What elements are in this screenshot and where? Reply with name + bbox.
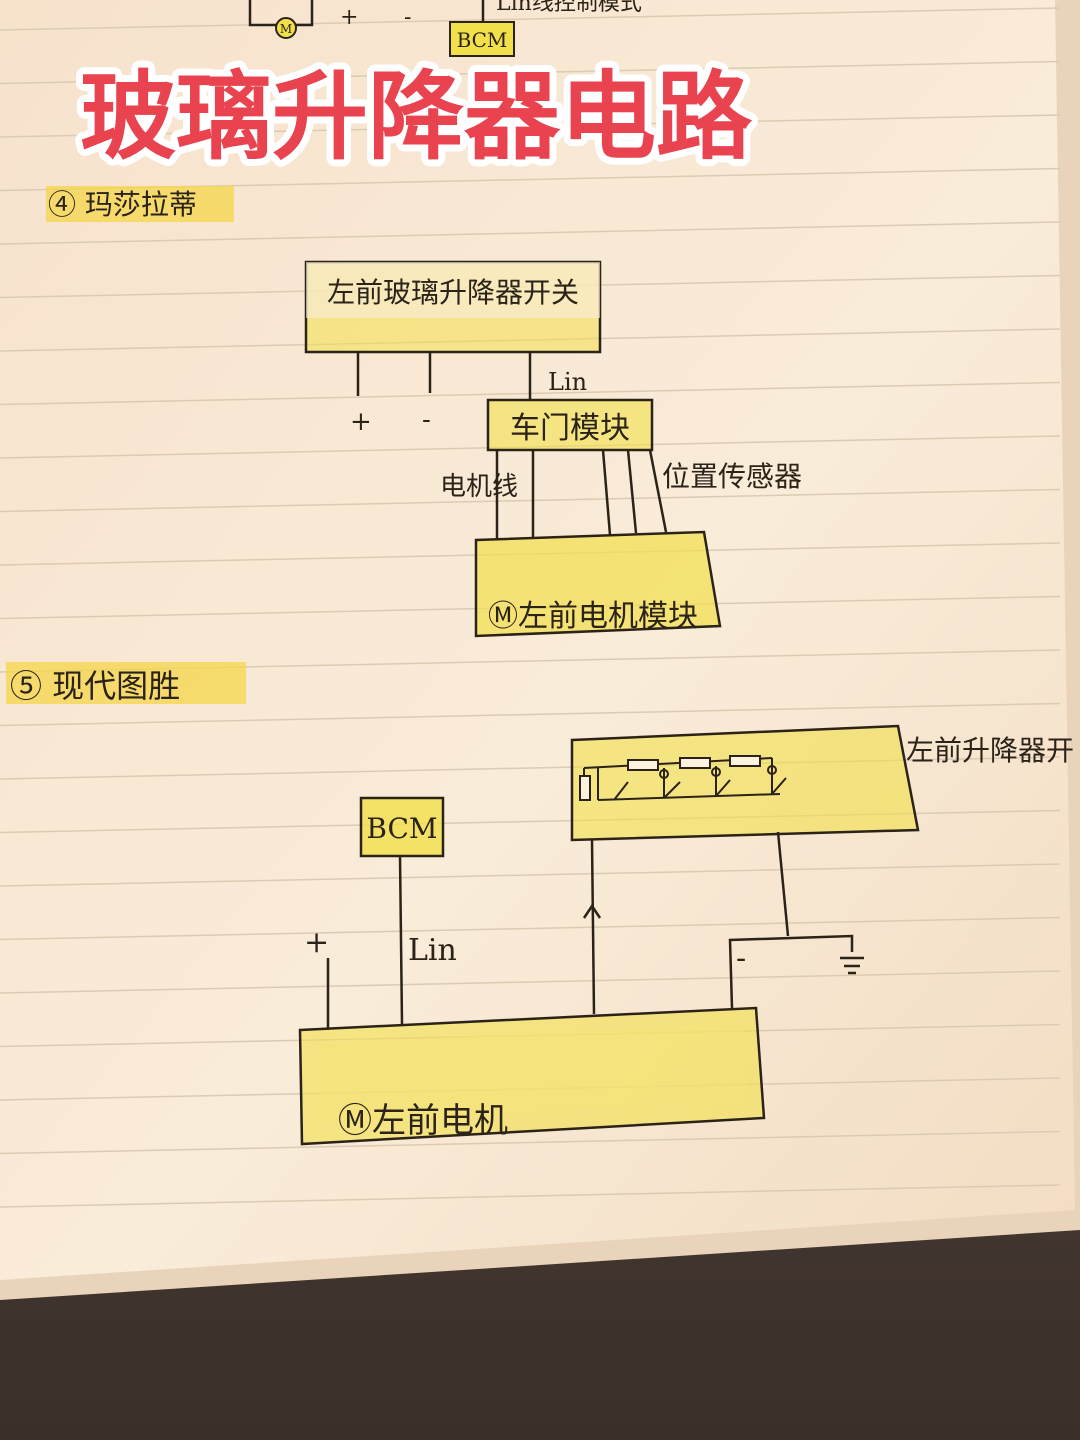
section5-resistor-left [579, 775, 591, 801]
ruled-line [0, 114, 1061, 138]
section4-door-module-box [486, 398, 654, 452]
page-title: 玻璃升降器电路 玻璃升降器电路 [73, 54, 760, 180]
section5-plus: + [304, 925, 329, 960]
section5-lin-label: Lin [408, 933, 457, 968]
section4-door-module-label: 车门模块 [510, 411, 630, 446]
ruled-line [0, 702, 1061, 727]
section4-lin-label: Lin [548, 368, 587, 396]
top-motor-label: M [280, 22, 292, 36]
top-minus: - [404, 5, 411, 30]
section5-switch-fill [572, 726, 918, 840]
section4-heading-highlight [46, 186, 234, 222]
ground-icon [840, 956, 864, 975]
top-clipped-note: Lin线控制模式 [496, 0, 642, 16]
section5-bcm-box [359, 796, 445, 858]
section4-diagram: ④ 玛莎拉蒂 左前玻璃升降器开关 + - Lin 车门模块 电机线 位置传感器 … [46, 186, 802, 638]
section4-minus: - [422, 405, 431, 435]
section4-switch-label: 左前玻璃升降器开关 [327, 276, 579, 309]
section5-diagram: ⑤ 现代图胜 左前升降器开 [6, 662, 1074, 1146]
ruled-line [0, 1184, 1061, 1208]
ruled-line [0, 488, 1061, 513]
ruled-line [0, 916, 1061, 941]
top-bcm-label: BCM [457, 28, 508, 52]
section5-motor-box [298, 1006, 766, 1146]
section5-switch-network [579, 755, 787, 801]
section4-motor-module-box [474, 530, 722, 638]
section4-motor-module-fill [476, 532, 720, 636]
top-bcm-box [449, 21, 515, 57]
ruled-line [0, 221, 1061, 245]
section5-heading: ⑤ 现代图胜 [10, 667, 180, 705]
ruled-line [0, 60, 1061, 85]
section5-bcm-label: BCM [366, 812, 437, 845]
ruled-line [0, 970, 1061, 994]
section5-minus: - [736, 941, 746, 976]
section4-plus: + [350, 407, 372, 437]
section5-switch-label: 左前升降器开 [906, 734, 1074, 767]
section5-motor-label: Ⓜ左前电机 [338, 1101, 508, 1141]
section5-heading-highlight [6, 662, 246, 704]
top-clipped-diagram: M + - BCM Lin线控制模式 [248, 0, 642, 57]
top-plus: + [340, 5, 358, 30]
ruled-line [0, 1130, 1061, 1155]
section5-resistor-1 [627, 759, 659, 771]
section4-motor-module-label: Ⓜ左前电机模块 [488, 599, 698, 634]
section4-heading: ④ 玛莎拉蒂 [48, 188, 197, 221]
section5-resistor-2 [679, 757, 711, 769]
title-outline: 玻璃升降器电路 [80, 61, 753, 173]
section5-resistor-3 [729, 755, 761, 767]
section5-arrow-up-icon [582, 903, 602, 919]
section5-switch-box [570, 724, 920, 842]
section4-position-sensor-label: 位置传感器 [662, 460, 802, 493]
title-text: 玻璃升降器电路 [80, 61, 753, 173]
section4-motor-wire-label: 电机线 [440, 472, 518, 502]
top-motor-icon [275, 17, 297, 39]
ruled-line [0, 7, 1061, 31]
paper-sheet [0, 0, 1075, 1280]
ruled-line [0, 863, 1061, 887]
